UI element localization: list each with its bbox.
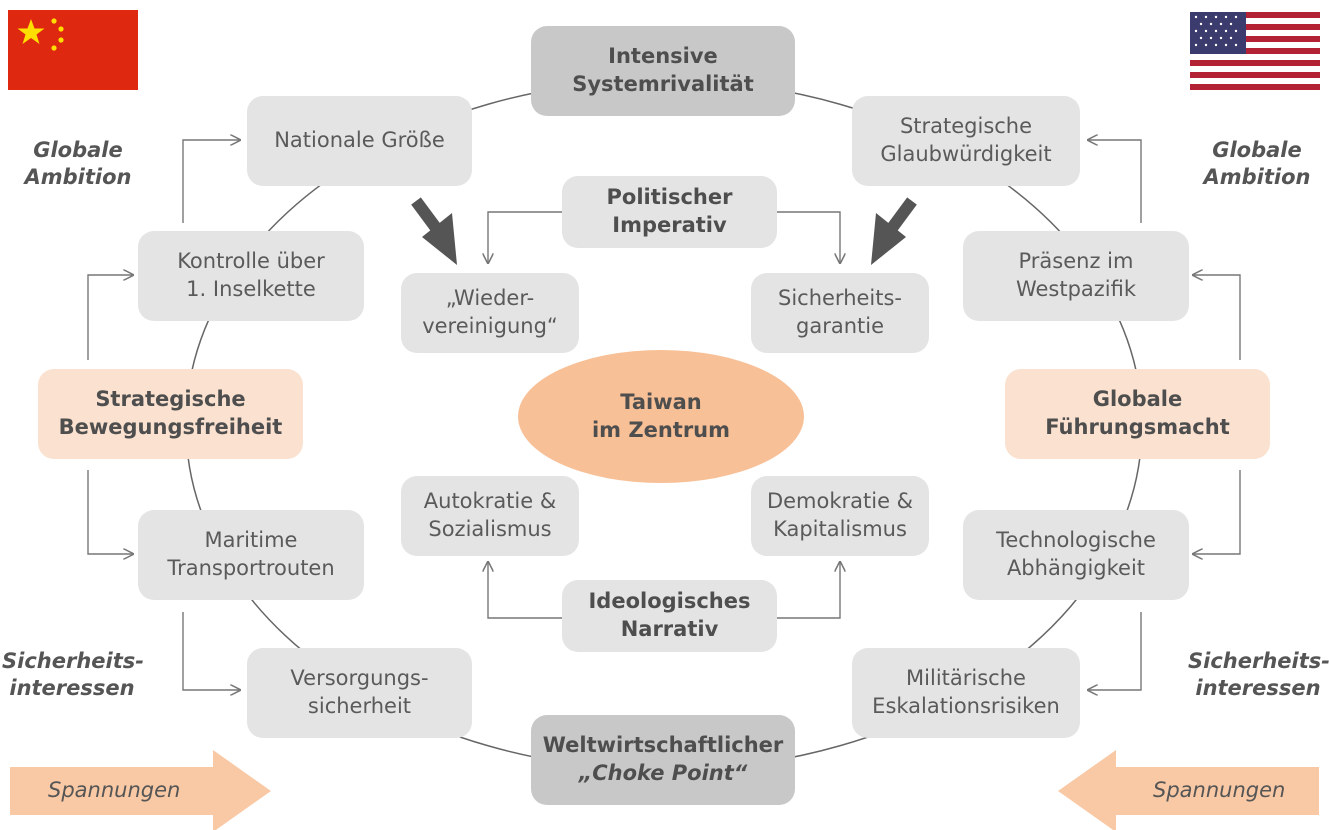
label-globale-ambition-china: Globale Ambition bbox=[24, 138, 132, 190]
connector-security-usa bbox=[1088, 612, 1142, 690]
label-sicherheitsinteressen-usa: Sicherheits- interessen bbox=[1188, 649, 1329, 701]
box-autokratie-sozialismus: Autokratie & Sozialismus bbox=[401, 476, 579, 556]
connector-security-china bbox=[182, 612, 240, 690]
center-taiwan: Taiwan im Zentrum bbox=[518, 350, 804, 483]
connector-political-left bbox=[488, 211, 562, 263]
spannungen-arrow-left bbox=[10, 750, 271, 830]
box-strategische-glaubwuerdigkeit: Strategische Glaubwürdigkeit bbox=[852, 96, 1080, 186]
box-sicherheitsgarantie: Sicherheits- garantie bbox=[751, 273, 929, 353]
connector-political-right bbox=[777, 211, 840, 263]
box-choke-point: Weltwirtschaftlicher „Choke Point“ bbox=[531, 715, 795, 805]
box-maritime-transportrouten: Maritime Transportrouten bbox=[138, 510, 364, 600]
box-kontrolle-inselkette: Kontrolle über 1. Inselkette bbox=[138, 231, 364, 321]
choke-point-line2: „Choke Point“ bbox=[578, 761, 748, 785]
box-intensive-systemrivalitaet: Intensive Systemrivalität bbox=[531, 26, 795, 116]
connector-ideology-left bbox=[488, 562, 562, 619]
choke-point-line1: Weltwirtschaftlicher bbox=[542, 733, 784, 758]
box-praesenz-westpazifik: Präsenz im Westpazifik bbox=[963, 231, 1189, 321]
usa-flag bbox=[1190, 12, 1320, 90]
connector-leadership-to-presence bbox=[1193, 275, 1241, 360]
box-globale-fuehrungsmacht: Globale Führungsmacht bbox=[1005, 369, 1270, 459]
box-politischer-imperativ: Politischer Imperativ bbox=[562, 176, 777, 248]
connector-ambition-usa bbox=[1088, 140, 1142, 223]
box-wiedervereinigung: „Wieder- vereinigung“ bbox=[401, 273, 579, 353]
connector-freedom-to-maritime bbox=[87, 470, 133, 554]
label-globale-ambition-usa: Globale Ambition bbox=[1203, 138, 1311, 190]
label-sicherheitsinteressen-china: Sicherheits- interessen bbox=[2, 649, 144, 701]
connector-leadership-to-tech bbox=[1193, 470, 1241, 554]
thick-arrow-right bbox=[871, 197, 917, 265]
box-demokratie-kapitalismus: Demokratie & Kapitalismus bbox=[751, 476, 929, 556]
box-versorgungssicherheit: Versorgungs- sicherheit bbox=[247, 648, 472, 738]
connector-ambition-china bbox=[182, 140, 240, 223]
thick-arrow-left bbox=[411, 197, 457, 265]
connector-freedom-to-control bbox=[87, 275, 133, 360]
label-spannungen-usa: Spannungen bbox=[1153, 778, 1286, 802]
box-militaerische-eskalationsrisiken: Militärische Eskalationsrisiken bbox=[852, 648, 1080, 738]
box-ideologisches-narrativ: Ideologisches Narrativ bbox=[562, 580, 777, 652]
label-spannungen-china: Spannungen bbox=[48, 778, 181, 802]
box-strategische-bewegungsfreiheit: Strategische Bewegungsfreiheit bbox=[38, 369, 303, 459]
china-flag bbox=[8, 10, 138, 90]
spannungen-arrow-right bbox=[1058, 750, 1319, 830]
box-technologische-abhaengigkeit: Technologische Abhängigkeit bbox=[963, 510, 1189, 600]
connector-ideology-right bbox=[777, 562, 840, 619]
box-nationale-groesse: Nationale Größe bbox=[247, 96, 472, 186]
